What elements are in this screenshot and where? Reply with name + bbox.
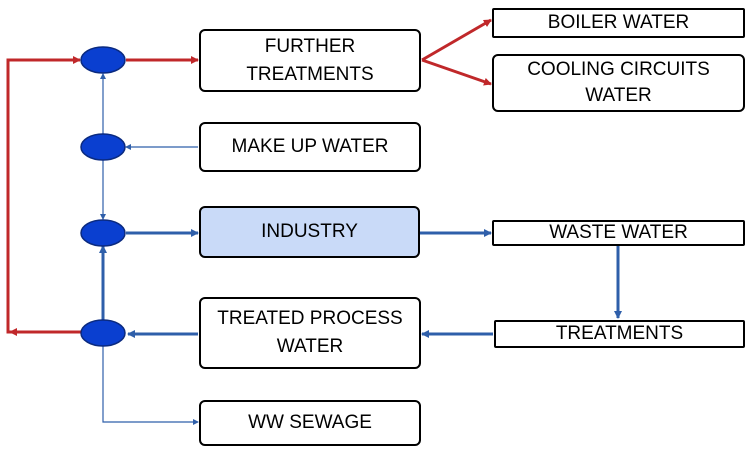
treatments-label: TREATMENTS: [555, 323, 684, 344]
industry-label: INDUSTRY: [261, 221, 358, 242]
make-up-water-label: MAKE UP WATER: [231, 136, 389, 157]
waste-water-label: WASTE WATER: [549, 222, 688, 243]
mixing-node-makeup: [80, 133, 126, 161]
treatments-box: TREATMENTS: [494, 320, 745, 348]
boiler-water-label: BOILER WATER: [547, 12, 690, 33]
make-up-water-box: MAKE UP WATER: [199, 122, 421, 172]
treated-process-water-box: TREATED PROCESS WATER: [199, 297, 421, 369]
ww-sewage-box: WW SEWAGE: [199, 400, 421, 446]
further-treatments-box: FURTHER TREATMENTS: [199, 29, 421, 92]
cooling-circuits-line-2: WATER: [585, 85, 652, 106]
cooling-circuits-line-1: COOLING CIRCUITS: [527, 59, 710, 80]
further-treatments-line-2: TREATMENTS: [246, 63, 374, 85]
boiler-water-box: BOILER WATER: [492, 8, 745, 38]
industry-box: INDUSTRY: [199, 206, 420, 258]
mixing-node-top: [80, 46, 126, 74]
treated-process-water-line-1: TREATED PROCESS: [217, 308, 403, 329]
to-ww-sewage-line: [102, 345, 199, 425]
mixing-node-bottom: [80, 319, 126, 347]
treated-process-water-line-2: WATER: [276, 336, 344, 357]
ww-sewage-label: WW SEWAGE: [248, 412, 372, 433]
recycle-return-arrow: [6, 56, 82, 334]
cooling-circuits-water-box: COOLING CIRCUITS WATER: [492, 54, 745, 112]
waste-water-box: WASTE WATER: [492, 220, 745, 246]
further-treatments-line-1: FURTHER: [264, 35, 356, 57]
to-cooling-circuits-arrow: [421, 58, 492, 86]
mixing-node-industry: [80, 219, 126, 247]
to-boiler-water-arrow: [421, 18, 492, 62]
